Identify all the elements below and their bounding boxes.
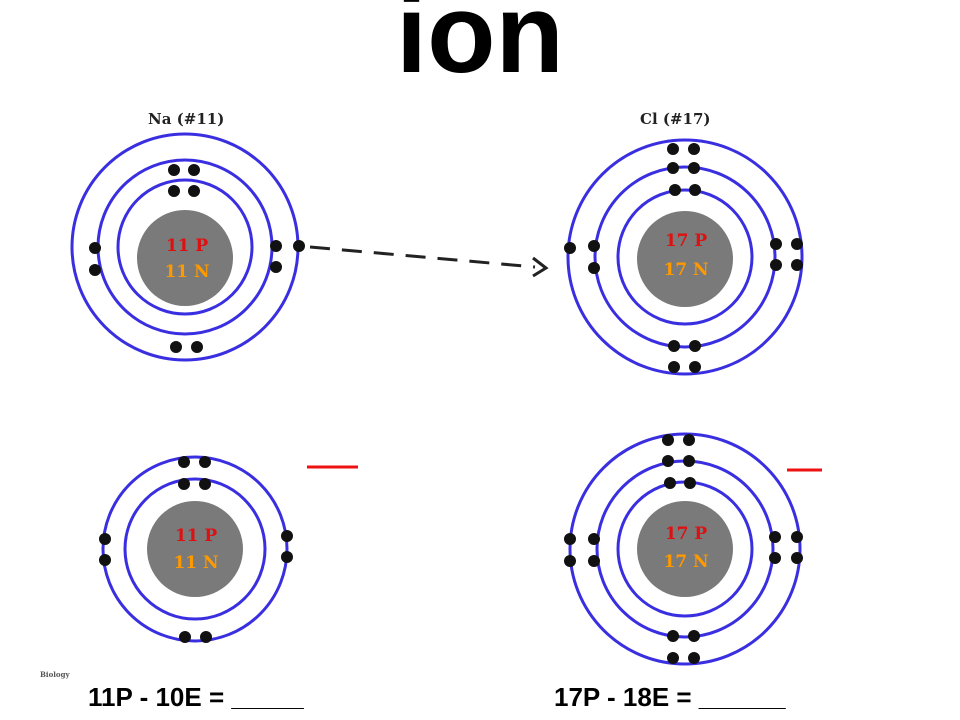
arrow-shaft (309, 245, 536, 269)
electron (199, 456, 211, 468)
electron (688, 162, 700, 174)
cl-ion-proton-label: 17 P (665, 524, 708, 544)
electron (689, 340, 701, 352)
na-ion-orbit-inner (123, 477, 267, 621)
na-top-nucleus (137, 210, 233, 306)
cl-top-orbit-middle (593, 165, 777, 349)
cl-ion-electrons (564, 434, 803, 664)
electron (564, 533, 576, 545)
electron (168, 185, 180, 197)
na-ion: 11 P 11 N (99, 455, 293, 643)
electron (564, 242, 576, 254)
slide-title: ion (396, 0, 564, 96)
na-top-orbit-inner (116, 178, 254, 316)
na-ion-electrons (99, 456, 293, 643)
electron (191, 341, 203, 353)
na-atom-label: Na (#11) (148, 110, 225, 128)
electron (178, 456, 190, 468)
electron (89, 264, 101, 276)
electron (770, 259, 782, 271)
image-credit: Biology (40, 670, 70, 679)
electron (99, 533, 111, 545)
na-top-electrons (89, 164, 305, 353)
cl-ion-neutron-label: 17 N (663, 552, 708, 572)
na-ion-proton-label: 11 P (175, 526, 218, 546)
electron (668, 361, 680, 373)
electron (683, 455, 695, 467)
electron (667, 652, 679, 664)
electron (791, 259, 803, 271)
electron (179, 631, 191, 643)
valence-electron (293, 240, 305, 252)
electron (281, 530, 293, 542)
na-top-proton-label: 11 P (166, 236, 209, 256)
electron (188, 164, 200, 176)
electron (769, 552, 781, 564)
electron (667, 162, 679, 174)
electron (770, 238, 782, 250)
electron (791, 552, 803, 564)
electron (664, 477, 676, 489)
electron (667, 630, 679, 642)
cl-top-electrons (564, 143, 803, 373)
electron (588, 240, 600, 252)
electron (791, 238, 803, 250)
cl-ion: 17 P 17 N (564, 432, 803, 666)
electron (188, 185, 200, 197)
cl-atom-top: 17 P 17 N (564, 138, 804, 376)
cl-top-proton-label: 17 P (665, 231, 708, 251)
cl-ion-orbit-outer (568, 432, 802, 666)
electron (199, 478, 211, 490)
arrow-head (532, 256, 549, 278)
na-ion-nucleus (147, 501, 243, 597)
electron (168, 164, 180, 176)
electron (89, 242, 101, 254)
electron (281, 551, 293, 563)
na-ion-orbit-outer (101, 455, 289, 643)
electron (588, 533, 600, 545)
electron (688, 630, 700, 642)
electron (668, 340, 680, 352)
electron (769, 531, 781, 543)
electron (588, 262, 600, 274)
electron (178, 478, 190, 490)
electron (564, 555, 576, 567)
electron (662, 455, 674, 467)
electron (99, 554, 111, 566)
na-atom-top: 11 P 11 N (70, 132, 305, 362)
electron (684, 477, 696, 489)
electron (667, 143, 679, 155)
na-top-neutron-label: 11 N (164, 262, 209, 282)
na-ion-neutron-label: 11 N (173, 553, 218, 573)
electron (689, 361, 701, 373)
electron (689, 184, 701, 196)
cl-top-neutron-label: 17 N (663, 260, 708, 280)
electron (170, 341, 182, 353)
cl-top-orbit-outer (566, 138, 804, 376)
electron (662, 434, 674, 446)
electron (669, 184, 681, 196)
electron (688, 143, 700, 155)
cl-charge-equation: 17P - 18E = ______ (554, 682, 786, 712)
electron (200, 631, 212, 643)
na-charge-equation: 11P - 10E = _____ (88, 682, 304, 712)
electron (270, 240, 282, 252)
cl-ion-nucleus (637, 501, 733, 597)
cl-top-orbit-inner (616, 188, 754, 326)
electron (270, 261, 282, 273)
cl-atom-label: Cl (#17) (640, 110, 711, 128)
electron-transfer-arrow (309, 245, 549, 278)
electron (791, 531, 803, 543)
electron (588, 555, 600, 567)
electron (683, 434, 695, 446)
cl-top-nucleus (637, 211, 733, 307)
electron (688, 652, 700, 664)
